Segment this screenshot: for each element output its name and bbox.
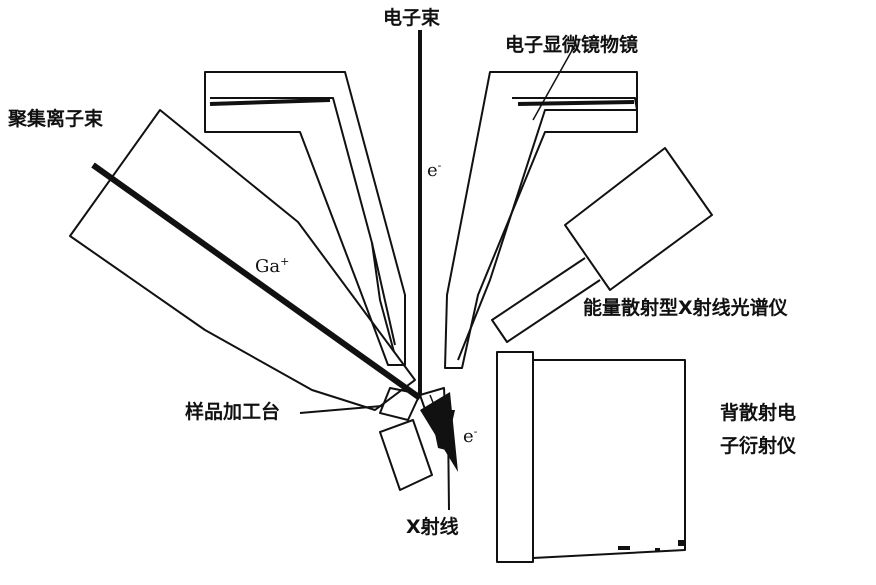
leader-objective <box>532 44 576 121</box>
objective-lens-left-inner <box>210 97 396 346</box>
ebsd-speck-2 <box>655 548 660 552</box>
emission-dash <box>429 394 437 411</box>
objective-lens-right-inner <box>457 97 638 361</box>
label-ebsd-line1: 背散射电 <box>720 402 797 424</box>
eds-detector-neck <box>491 257 601 343</box>
label-sample-stage: 样品加工台 <box>185 401 281 423</box>
objective-lens-right <box>444 71 638 369</box>
symbol-gallium-ion: Ga+ <box>255 255 290 277</box>
label-electron-beam: 电子束 <box>383 7 441 29</box>
label-xray: X射线 <box>406 516 459 538</box>
label-focused-ion-beam: 聚集离子束 <box>8 108 104 130</box>
label-objective-lens: 电子显微镜物镜 <box>505 34 639 56</box>
objective-lens-right-plate <box>517 100 635 106</box>
ebsd-speck-1 <box>618 546 630 550</box>
leader-stage <box>299 405 383 414</box>
fib-column <box>69 109 416 411</box>
ebsd-speck-3 <box>678 540 684 546</box>
symbol-electron-side: e- <box>463 425 478 447</box>
label-ebsd-line2: 子衍射仪 <box>720 435 797 457</box>
eds-detector-body <box>564 147 713 291</box>
ebsd-detector-box <box>532 359 686 559</box>
objective-lens-left-plate <box>209 98 331 106</box>
ebsd-detector-plate <box>496 351 534 563</box>
symbol-electron-top: e- <box>427 159 442 181</box>
stage-lower-block <box>379 419 433 491</box>
xray-line <box>447 419 450 511</box>
objective-lens-left-tip <box>371 242 395 353</box>
objective-lens-left <box>204 71 406 366</box>
ion-beam-line <box>91 162 422 401</box>
label-eds: 能量散射型X射线光谱仪 <box>583 297 788 319</box>
